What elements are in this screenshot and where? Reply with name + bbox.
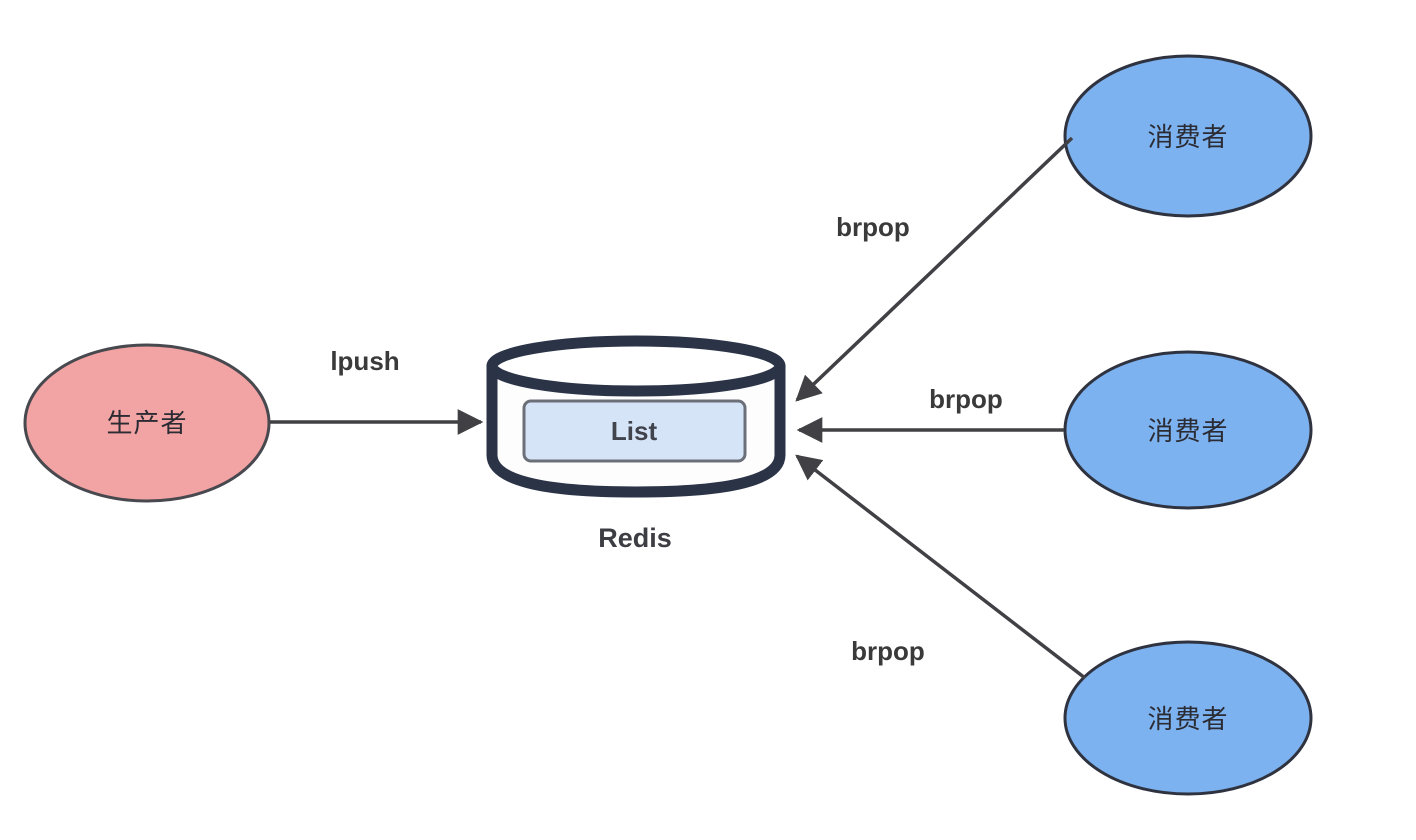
- consumer-2-label: 消费者: [1147, 416, 1228, 446]
- consumer-3-label: 消费者: [1147, 704, 1228, 734]
- edge-brpop-bottom: brpop: [795, 454, 1087, 680]
- brpop-bottom-edge-label: brpop: [851, 636, 925, 666]
- redis-list-box[interactable]: List: [522, 399, 747, 463]
- node-producer[interactable]: 生产者: [23, 343, 271, 503]
- producer-label: 生产者: [106, 408, 187, 438]
- brpop-bottom-arrow-line: [795, 454, 1087, 680]
- brpop-top-arrow-line: [795, 136, 1074, 402]
- list-box-shape: [522, 399, 747, 463]
- consumer-3-ellipse-shape: [1063, 640, 1313, 796]
- cylinder-top-ellipse-shape: [486, 335, 786, 397]
- node-consumer-3[interactable]: 消费者: [1063, 640, 1313, 796]
- lpush-edge-label: lpush: [330, 346, 399, 376]
- edge-brpop-top: brpop: [795, 136, 1074, 402]
- edge-brpop-middle: brpop: [796, 384, 1064, 443]
- node-consumer-1[interactable]: 消费者: [1063, 54, 1313, 218]
- brpop-middle-edge-label: brpop: [929, 384, 1003, 414]
- producer-ellipse-shape: [23, 343, 271, 503]
- consumer-1-ellipse-shape: [1063, 54, 1313, 218]
- consumer-1-label: 消费者: [1147, 122, 1228, 152]
- node-redis[interactable]: List Redis: [486, 335, 786, 553]
- list-box-label: List: [611, 416, 658, 446]
- consumer-2-ellipse-shape: [1063, 350, 1313, 510]
- brpop-top-edge-label: brpop: [836, 212, 910, 242]
- edge-lpush: lpush: [270, 346, 484, 435]
- redis-caption-label: Redis: [598, 523, 672, 553]
- node-consumer-2[interactable]: 消费者: [1063, 350, 1313, 510]
